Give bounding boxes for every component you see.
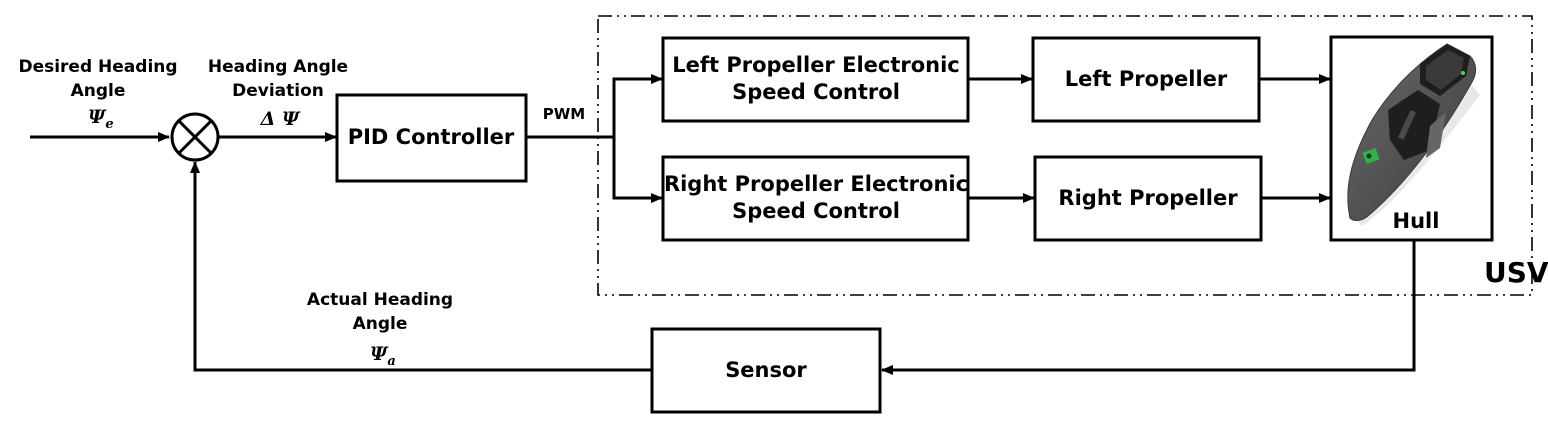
pwm-to-right-esc-arrow [612,137,663,203]
desired-heading-symbol: Ψe [88,106,114,132]
left-propeller-block [1031,36,1261,123]
right-esc-block [661,155,970,242]
sensor-label: Sensor [725,358,807,382]
usv-group-border [597,15,1533,296]
deviation-label-2: Deviation [232,81,324,101]
right-propeller-block [1033,155,1263,242]
hull-to-sensor-arrow [881,240,1416,375]
pid-controller-label: PID Controller [348,125,515,149]
desired-heading-label-2: Angle [71,81,126,101]
desired-heading-label-1: Desired Heading [18,57,177,77]
pwm-label: PWM [543,105,585,123]
deviation-symbol: Δ Ψ [260,108,301,130]
left-propeller-label: Left Propeller [1065,67,1228,91]
actual-heading-symbol: Ψa [370,343,396,369]
deviation-label-1: Heading Angle [208,57,348,77]
right-propeller-label: Right Propeller [1058,186,1238,210]
feedback-arrow [190,161,652,372]
actual-heading-label-2: Angle [353,314,408,334]
right-esc-label-1: Right Propeller Electronic [664,172,968,196]
boat-image [1347,43,1480,226]
actual-heading-label-1: Actual Heading [307,290,453,310]
hull-label: Hull [1393,209,1440,233]
pwm-to-left-esc-arrow [612,74,663,137]
summing-junction [170,112,220,162]
usv-group-label: USV [1484,256,1548,289]
left-esc-label-2: Speed Control [732,80,900,104]
left-esc-label-1: Left Propeller Electronic [672,53,960,77]
right-esc-label-2: Speed Control [732,199,900,223]
